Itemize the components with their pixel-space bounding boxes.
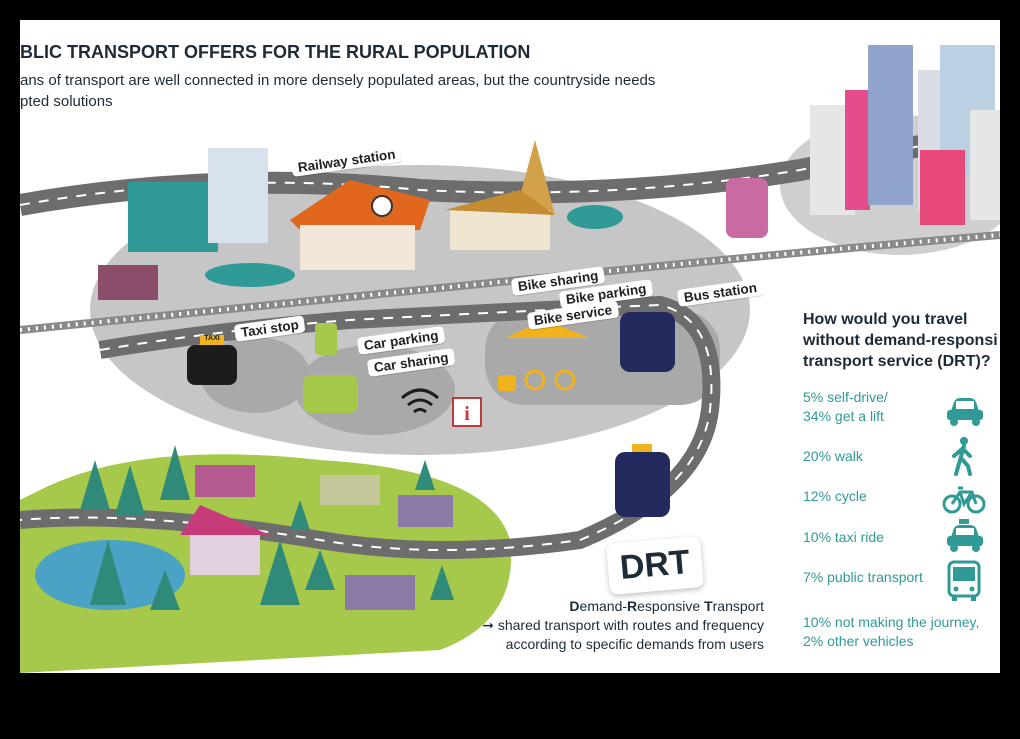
- drt-definition-line-1: Demand-Responsive Transport: [569, 598, 764, 614]
- ev-charger: [315, 323, 337, 355]
- railway-station-roof: [290, 180, 430, 230]
- church-body: [450, 210, 550, 250]
- village-house-3: [398, 495, 453, 527]
- village-house-4: [190, 530, 260, 575]
- skyscraper-3: [868, 45, 913, 205]
- taxi-sign: [200, 335, 224, 345]
- teal-building: [128, 182, 218, 252]
- drt-definition-line-3: according to specific demands from users: [505, 636, 764, 652]
- subtitle-line-2: pted solutions: [20, 93, 113, 110]
- bus-icon: [947, 560, 981, 601]
- office-building: [208, 148, 268, 243]
- pond-town: [205, 263, 295, 287]
- page-title: BLIC TRANSPORT OFFERS FOR THE RURAL POPU…: [20, 42, 531, 62]
- drt-definition-line-2: ➞ shared transport with routes and frequ…: [482, 617, 764, 633]
- skyscraper-2: [845, 90, 870, 210]
- survey-option-taxi: 10% taxi ride: [803, 529, 884, 545]
- survey-option-walk: 20% walk: [803, 448, 863, 464]
- survey-option-cycle: 12% cycle: [803, 488, 867, 504]
- lock-icon: [498, 375, 516, 391]
- skyscraper-7: [970, 110, 1000, 220]
- trees: [80, 445, 454, 610]
- car-sharing-car: [303, 375, 358, 413]
- bike-shelter-roof: [505, 320, 590, 338]
- village-house-1: [195, 465, 255, 497]
- walking-person-icon: [952, 437, 972, 476]
- infographic-canvas: i BLIC TRANSPORT OFFERS FOR THE RURAL PO…: [20, 20, 1000, 673]
- taxi-car: [187, 345, 237, 385]
- car-icon: [947, 398, 983, 426]
- village-house-4-roof: [180, 505, 270, 535]
- skyscraper-6: [920, 150, 965, 225]
- drt-badge: DRT: [605, 536, 704, 595]
- drt-vehicle: [615, 452, 670, 517]
- train-icon: [726, 178, 768, 238]
- survey-option-public-transport: 7% public transport: [803, 569, 923, 585]
- railway-station-body: [300, 225, 415, 270]
- bus-icon-map: [620, 312, 675, 372]
- main-road-dash: [20, 129, 1000, 206]
- church-roof: [445, 190, 555, 215]
- page-subtitle: ans of transport are well connected in m…: [20, 70, 740, 112]
- bicycle-icon: [942, 486, 986, 514]
- town-road-dash: [20, 303, 713, 551]
- taxi-icon: [947, 519, 983, 552]
- village-house-5: [345, 575, 415, 610]
- wifi-icon: [401, 388, 439, 414]
- pond-city: [567, 205, 623, 229]
- survey-option-not-travelling: 10% not making the journey,2% other vehi…: [803, 614, 980, 649]
- taxi-sign-text: TAXI: [204, 335, 220, 342]
- drt-definition: Demand-Responsive Transport ➞ shared tra…: [424, 597, 764, 654]
- bike-wheel-2: [554, 369, 576, 391]
- info-icon: [452, 397, 482, 427]
- drt-vehicle-sign: [632, 444, 652, 452]
- survey-option-self-drive: 5% self-drive/34% get a lift: [803, 389, 888, 424]
- bike-wheel-1: [524, 369, 546, 391]
- small-house: [98, 265, 158, 300]
- village-house-2: [320, 475, 380, 505]
- subtitle-line-1: ans of transport are well connected in m…: [20, 72, 656, 89]
- svg-text:i: i: [464, 403, 470, 425]
- clock-icon: [371, 195, 393, 217]
- survey-question: How would you travel without demand-resp…: [803, 311, 998, 370]
